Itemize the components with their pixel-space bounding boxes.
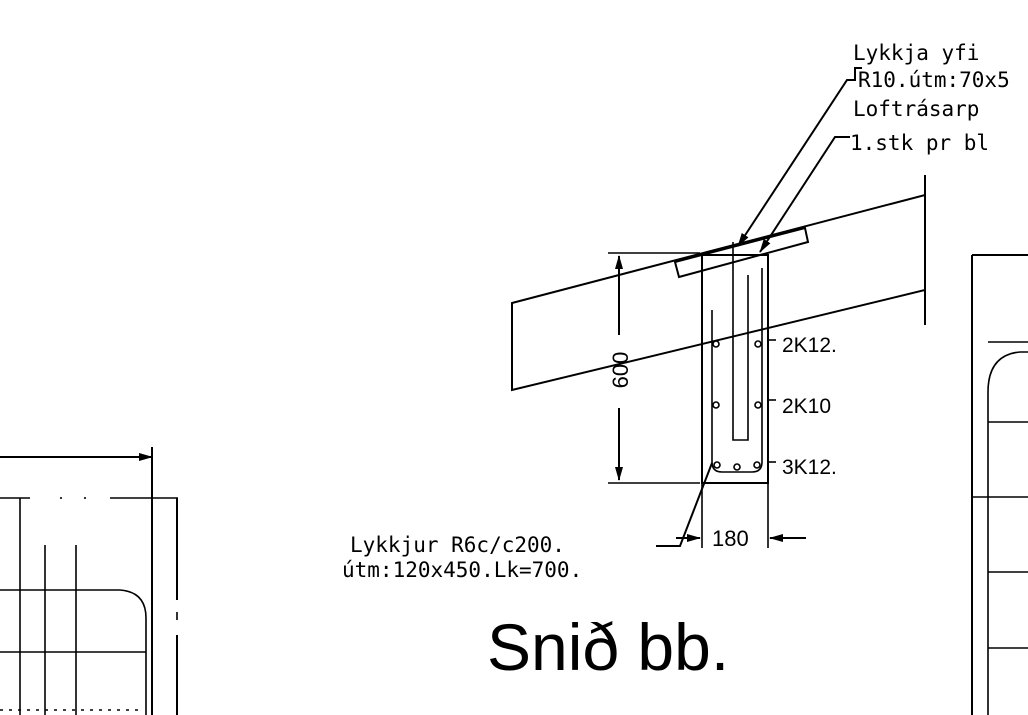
stirrups-note-line-1: Lykkjur R6c/c200.	[350, 533, 565, 557]
callout-line-3: Loftrásarp	[853, 97, 979, 121]
section-title: Snið bb.	[487, 610, 729, 684]
rebar-dot	[733, 463, 741, 471]
rebar-label-mid: 2K10	[782, 395, 831, 418]
rebar-dot	[712, 340, 720, 348]
rebar-label-bottom: 3K12.	[782, 456, 837, 479]
width-dimension	[676, 483, 806, 548]
stirrup-leader	[656, 462, 713, 547]
left-partial-elevation	[0, 447, 178, 715]
rebar-dot	[712, 401, 720, 409]
height-dimension-label: 600	[608, 352, 633, 389]
beam-outline	[701, 254, 769, 484]
right-partial-elevation	[924, 175, 1028, 715]
width-dimension-label: 180	[712, 526, 749, 551]
callout-line-2: R10.útm:70x5	[858, 68, 1010, 92]
rebar-dot	[754, 401, 762, 409]
rebar-dot	[754, 340, 762, 348]
rebar-label-top: 2K12.	[782, 334, 837, 357]
lifting-loop	[732, 242, 749, 441]
top-callout-leaders	[737, 67, 862, 253]
stirrup	[711, 268, 763, 473]
section-bb	[511, 67, 926, 548]
callout-line-4: 1.stk pr bl	[850, 131, 989, 155]
sloped-slab	[511, 193, 926, 392]
height-dimension	[608, 252, 700, 484]
rebar-dot	[753, 461, 761, 469]
rebar-dot	[713, 461, 721, 469]
callout-line-1: Lykkja yfi	[853, 41, 979, 65]
stirrups-note-line-2: útm:120x450.Lk=700.	[342, 558, 582, 582]
